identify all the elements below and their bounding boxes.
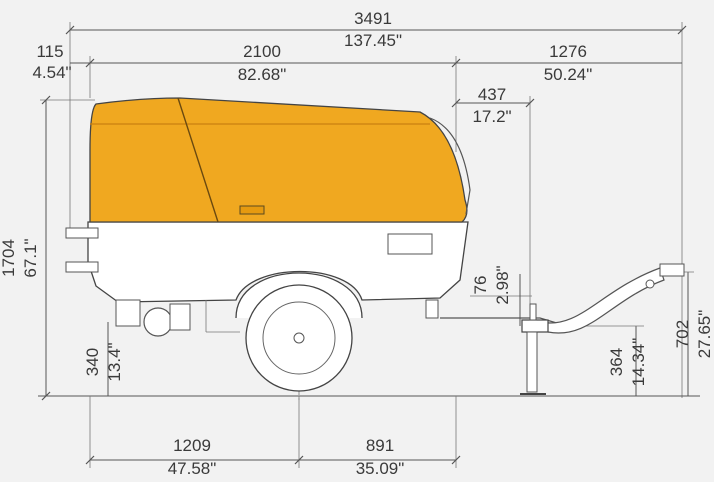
drawbar-drop-inch: 2.98" [493, 265, 512, 304]
canopy [89, 97, 471, 223]
rear-to-axle-inch: 47.58" [168, 459, 217, 478]
jockey-offset-inch: 17.2" [472, 107, 511, 126]
dimension-lines [38, 22, 700, 468]
overall-length-inch: 137.45" [344, 31, 402, 50]
rear-to-axle-mm: 1209 [173, 436, 211, 455]
coupling-height-inch: 27.65" [695, 310, 714, 359]
drawbar-length-mm: 1276 [549, 42, 587, 61]
body-length-mm: 2100 [243, 42, 281, 61]
axle-to-front-inch: 35.09" [356, 459, 405, 478]
drawbar-height-inch: 14.34" [629, 338, 648, 387]
overall-length-mm: 3491 [354, 9, 392, 28]
rear-overhang-mm: 115 [36, 42, 63, 61]
ground-clearance-mm: 340 [83, 348, 102, 376]
rear-overhang-inch: 4.54" [32, 63, 71, 82]
coupling-height-mm: 702 [673, 320, 692, 348]
drawbar-length-inch: 50.24" [544, 65, 593, 84]
drawbar-drop-mm: 76 [471, 276, 490, 295]
chassis [65, 221, 469, 337]
body-length-inch: 82.68" [238, 65, 287, 84]
axle-to-front-mm: 891 [366, 436, 394, 455]
jockey-offset-mm: 437 [478, 85, 506, 104]
drawbar-height-mm: 364 [607, 348, 626, 376]
wheel [235, 272, 363, 392]
drawbar [440, 263, 685, 395]
overall-height-mm: 1704 [0, 239, 18, 277]
ground-clearance-inch: 13.4" [105, 342, 124, 381]
dimension-labels: 3491 137.45" 115 4.54" 2100 82.68" 1276 … [0, 9, 714, 478]
overall-height-inch: 67.1" [21, 238, 40, 277]
